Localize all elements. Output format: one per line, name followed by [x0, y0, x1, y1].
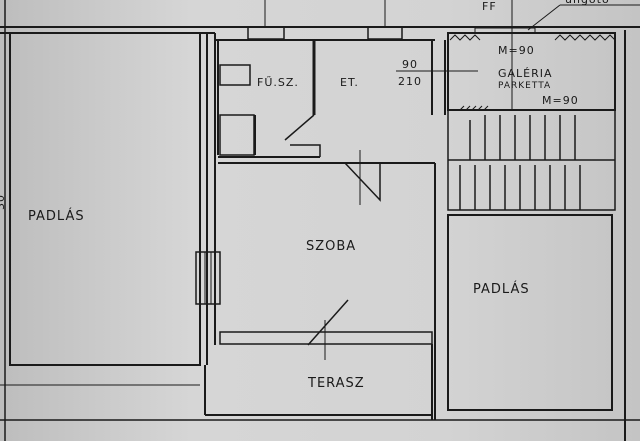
label-gallery-floor: PARKETTA — [498, 81, 551, 91]
bathroom-door — [284, 114, 321, 157]
label-gallery-height-bottom: M=90 — [542, 94, 579, 107]
hatch — [459, 105, 489, 111]
label-attic-left: PADLÁS — [28, 208, 85, 224]
bathroom-window — [247, 26, 285, 40]
room-window-left — [195, 251, 221, 305]
dining-window — [367, 26, 403, 40]
label-top-note-left: FF — [482, 0, 497, 13]
railing-pattern — [449, 34, 616, 41]
room-door — [344, 162, 381, 202]
bathtub — [219, 64, 251, 86]
gallery-window — [474, 27, 536, 34]
label-gallery: GALÉRIA — [498, 67, 553, 80]
label-dining: ET. — [340, 76, 359, 89]
label-gallery-height-top: M=90 — [498, 44, 535, 57]
label-room: SZOBA — [306, 239, 356, 254]
terrace-door-window — [219, 331, 433, 345]
label-door-width: 90 — [402, 58, 418, 71]
attic-right-room — [447, 214, 613, 411]
label-door-height: 210 — [398, 75, 422, 88]
fixture — [219, 114, 255, 156]
label-terrace: TERASZ — [307, 376, 365, 391]
label-dimension-left: 30 — [0, 194, 7, 210]
leader-line — [527, 4, 561, 31]
label-top-note-right: ungoto — [565, 0, 610, 6]
staircase — [447, 109, 616, 211]
attic-left-room — [9, 32, 201, 366]
label-attic-right: PADLÁS — [473, 281, 530, 297]
terrace-door — [307, 299, 349, 346]
label-bathroom: FŰ.SZ. — [257, 75, 299, 89]
